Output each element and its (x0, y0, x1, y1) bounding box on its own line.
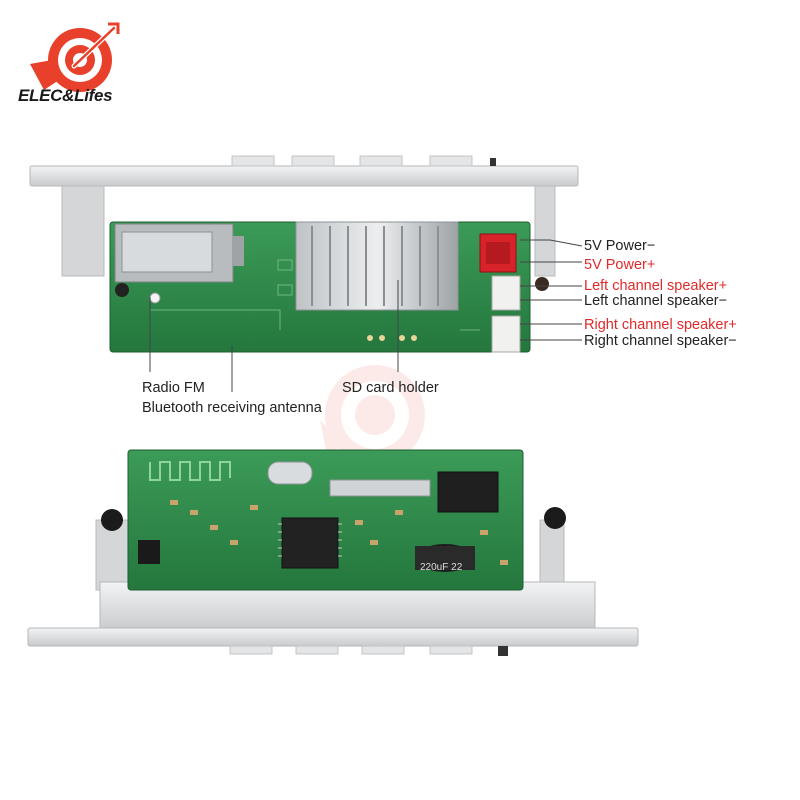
capacitor-label: 220uF 22 (420, 562, 463, 573)
left-speaker-positive-label: Left channel speaker+ (584, 278, 728, 294)
bluetooth-antenna-label: Bluetooth receiving antenna (142, 400, 322, 416)
right-speaker-negative-label: Right channel speaker− (584, 333, 737, 349)
target-arrow-logo-icon (30, 22, 120, 92)
top-module (29, 155, 579, 353)
bottom-module: 220uF 22 (27, 449, 639, 656)
radio-fm-label: Radio FM (142, 380, 205, 396)
brand-name: ELEC&Lifes (18, 86, 113, 105)
left-speaker-negative-label: Left channel speaker− (584, 293, 728, 309)
right-speaker-positive-label: Right channel speaker+ (584, 317, 737, 333)
sd-card-holder-label: SD card holder (342, 380, 439, 396)
power-negative-label: 5V Power− (584, 238, 656, 254)
power-positive-label: 5V Power+ (584, 257, 656, 273)
